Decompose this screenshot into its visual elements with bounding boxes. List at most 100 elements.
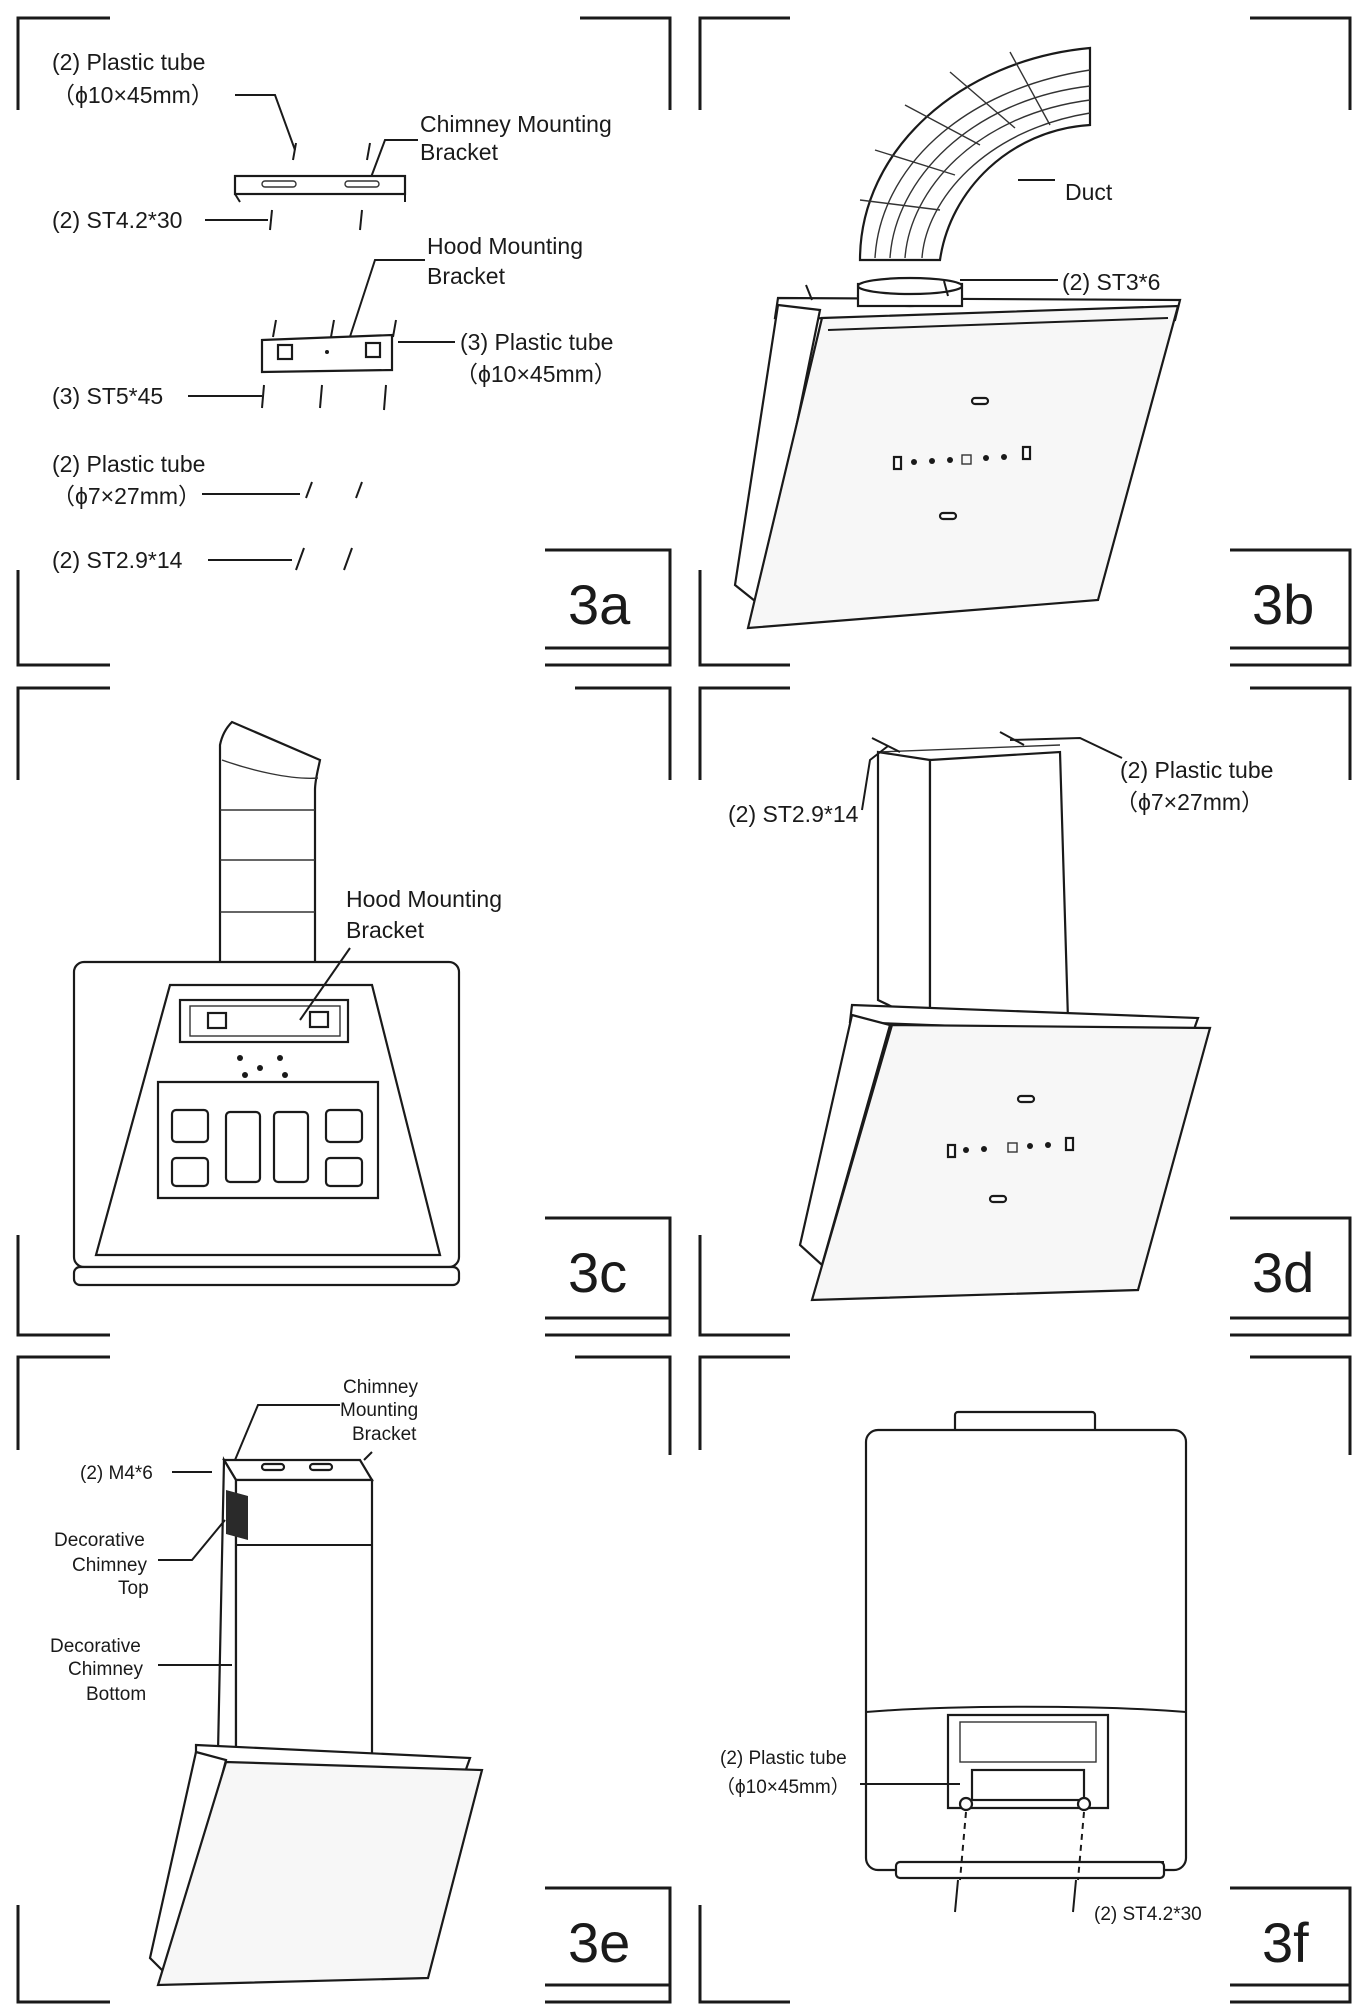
- screw-label: (2) M4*6: [80, 1463, 153, 1484]
- range-hood: [798, 1003, 1212, 1302]
- corner-br: [545, 1216, 672, 1337]
- corner-bl: [16, 1905, 110, 2004]
- corner-tr: [575, 686, 672, 780]
- screw-icon: [363, 1451, 373, 1461]
- panel-tag: 3f: [1262, 1911, 1309, 1974]
- chimney: [216, 1456, 374, 1762]
- leader-line: [158, 1519, 226, 1561]
- corner-bl: [698, 1235, 790, 1337]
- leader-line: [235, 94, 296, 151]
- chimney-top-label: Decorative: [54, 1530, 145, 1551]
- screw-label: (2) ST4.2*30: [1094, 1904, 1202, 1925]
- panel-tag: 3d: [1252, 1241, 1314, 1304]
- screw-icon: [295, 547, 353, 571]
- corner-tl: [698, 16, 790, 110]
- panel-3a: (2) Plastic tube （ϕ10×45mm） Chimney Moun…: [16, 16, 672, 667]
- screw-label: (2) ST4.2*30: [52, 207, 182, 233]
- screw-label: (2) ST3*6: [1062, 269, 1160, 295]
- leader-line: [861, 745, 889, 811]
- hood-bracket-label-2: Bracket: [346, 917, 425, 943]
- duct-label: Duct: [1065, 179, 1113, 205]
- duct: [858, 46, 1092, 262]
- hood-mounting-bracket: [260, 333, 394, 374]
- plastic-tube-size: （ϕ7×27mm）: [1115, 789, 1264, 815]
- plastic-tube-label: (2) Plastic tube: [720, 1748, 847, 1769]
- corner-tr: [1250, 1355, 1352, 1455]
- panel-tag: 3e: [568, 1911, 630, 1974]
- plastic-tube-size: （ϕ10×45mm）: [716, 1776, 850, 1798]
- corner-tr: [580, 16, 672, 110]
- screw-label: (2) ST2.9*14: [52, 547, 183, 573]
- plastic-tube-icon: [272, 319, 397, 338]
- screw-icon: [261, 384, 387, 411]
- corner-bl: [16, 1235, 110, 1337]
- leader-line: [299, 947, 351, 1021]
- leader-line: [369, 139, 418, 181]
- corner-bl: [698, 1905, 790, 2004]
- duct: [218, 720, 322, 977]
- corner-tl: [16, 686, 110, 780]
- chimney-top-label-2: Chimney: [72, 1555, 147, 1576]
- plastic-tube-label: (2) Plastic tube: [1120, 757, 1273, 783]
- corner-br: [1230, 548, 1352, 667]
- panel-tag: 3c: [568, 1241, 627, 1304]
- chimney-mounting-bracket: [233, 174, 407, 203]
- range-hood: [148, 1743, 484, 1987]
- plastic-tube-icon: [305, 481, 363, 499]
- corner-tl: [698, 1355, 790, 1450]
- leader-line: [344, 259, 425, 353]
- control-panel: [892, 396, 1032, 521]
- chimney-bottom-label-2: Chimney: [68, 1659, 143, 1680]
- panel-3d: (2) ST2.9*14 (2) Plastic tube （ϕ7×27mm） …: [698, 686, 1352, 1337]
- corner-tl: [698, 686, 790, 780]
- plastic-tube-label: (2) Plastic tube: [52, 49, 205, 75]
- range-hood-front: [864, 1410, 1188, 1880]
- chimney-bracket-label-2: Mounting: [340, 1400, 418, 1421]
- chimney-bracket-label-2: Bracket: [420, 139, 499, 165]
- screw-icon: [871, 731, 1025, 753]
- corner-tr: [1250, 686, 1352, 780]
- range-hood-back: [72, 960, 461, 1287]
- panel-3f: (2) Plastic tube （ϕ10×45mm） (2) ST4.2*30…: [698, 1355, 1352, 2004]
- screw-label: (3) ST5*45: [52, 383, 163, 409]
- panel-tag: 3a: [568, 573, 631, 636]
- chimney-top-label-3: Top: [118, 1578, 149, 1599]
- hood-bracket-label-2: Bracket: [427, 263, 506, 289]
- plastic-tube-size: （ϕ10×45mm）: [455, 361, 617, 387]
- leader-line: [234, 1404, 340, 1461]
- plastic-tube-label: (3) Plastic tube: [460, 329, 613, 355]
- panel-3e: Chimney Mounting Bracket (2) M4*6 Decora…: [16, 1355, 672, 2004]
- chimney-bottom-label: Decorative: [50, 1636, 141, 1657]
- plastic-tube-icon: [292, 142, 371, 161]
- plastic-tube-label: (2) Plastic tube: [52, 451, 205, 477]
- plastic-tube-size: （ϕ7×27mm）: [52, 483, 201, 509]
- corner-bl: [16, 570, 110, 667]
- screw-icon: [954, 1811, 1085, 1913]
- corner-bl: [698, 570, 790, 667]
- corner-br: [545, 1886, 672, 2004]
- leader-line: [1009, 736, 1123, 759]
- corner-br: [545, 548, 672, 667]
- hood-bracket-label: Hood Mounting: [427, 233, 583, 259]
- chimney-bracket-label: Chimney Mounting: [420, 111, 612, 137]
- plastic-tube-size: （ϕ10×45mm）: [52, 82, 214, 108]
- chimney: [876, 744, 1070, 1027]
- screw-label: (2) ST2.9*14: [728, 801, 859, 827]
- corner-tr: [575, 1355, 672, 1455]
- corner-br: [1230, 1216, 1352, 1337]
- screw-icon: [805, 280, 949, 301]
- corner-tl: [16, 1355, 110, 1450]
- hood-bracket-label: Hood Mounting: [346, 886, 502, 912]
- chimney-bottom-label-3: Bottom: [86, 1684, 146, 1705]
- panel-tag: 3b: [1252, 573, 1314, 636]
- panel-3b: Duct: [698, 16, 1352, 667]
- corner-tr: [1250, 16, 1352, 110]
- chimney-bracket-label: Chimney: [343, 1377, 418, 1398]
- range-hood: [733, 276, 1182, 630]
- screw-icon: [269, 209, 363, 231]
- chimney-bracket-label-3: Bracket: [352, 1424, 417, 1445]
- corner-tl: [16, 16, 110, 110]
- corner-br: [1230, 1886, 1352, 2004]
- panel-3c: Hood Mounting Bracket 3c: [16, 686, 672, 1337]
